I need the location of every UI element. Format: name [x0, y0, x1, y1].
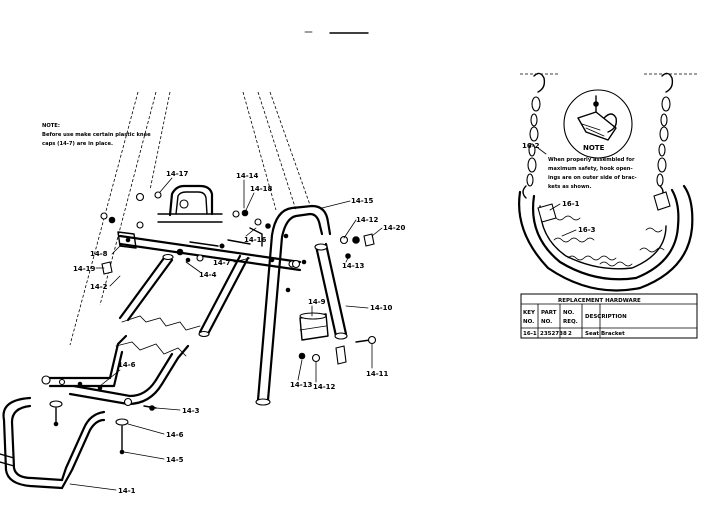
header-key-2: NO. [523, 319, 534, 325]
table-title: REPLACEMENT HARDWARE [558, 298, 641, 304]
bottom-u-frame-14-1 [0, 396, 106, 490]
label-16-2: 16-2 [522, 142, 540, 150]
note-line-2: caps (14-7) are in place. [42, 141, 113, 147]
label-14-12-top: 14-12 [356, 216, 379, 224]
label-14-1: 14-1 [118, 487, 136, 495]
right-chain [656, 72, 674, 199]
header-rule [304, 31, 369, 34]
label-14-17: 14-17 [166, 170, 189, 178]
label-14-11: 14-11 [366, 370, 389, 378]
label-14-13-top: 14-13 [342, 262, 365, 270]
right-hardware [339, 233, 375, 259]
label-14-8: 14-8 [90, 250, 108, 258]
left-chain [522, 72, 546, 199]
label-16-1: 16-1 [562, 200, 580, 208]
header-req-1: NO. [563, 310, 574, 316]
label-14-20: 14-20 [383, 224, 406, 232]
label-14-3: 14-3 [182, 407, 200, 415]
row-part: 2352738 [540, 331, 567, 337]
assembly-note: NOTE: Before use make certain plastic kn… [42, 123, 151, 147]
label-14-18: 14-18 [250, 185, 273, 193]
seat-detail: NOTE When properly assembled for maximum… [518, 72, 698, 292]
replacement-hardware-table: REPLACEMENT HARDWARE KEY NO. PART NO. NO… [520, 293, 698, 339]
base-frame-14-3 [41, 334, 190, 455]
seat-note-line-1: When properly assembled for [548, 157, 635, 163]
swing-seat [518, 184, 694, 292]
header-key-1: KEY [523, 310, 536, 316]
header-part-1: PART [541, 310, 557, 316]
cross-brace-assembly [100, 209, 302, 272]
table-row: 16-1 2352738 2 Seat Bracket [523, 331, 625, 337]
left-diagonal-tubes [101, 248, 250, 357]
row-key: 16-1 [523, 331, 537, 337]
label-16-3: 16-3 [578, 226, 596, 234]
note-line-1: Before use make certain plastic knee [42, 132, 151, 138]
header-description: DESCRIPTION [585, 314, 627, 320]
label-14-16: 14-16 [244, 236, 267, 244]
seat-note-line-3: ings are on outer side of brac- [548, 175, 637, 181]
label-14-13-bottom: 14-13 [290, 381, 313, 389]
header-req-2: REQ. [563, 319, 578, 325]
seat-note-heading: NOTE [583, 144, 605, 152]
part-labels: 14-17 14-14 14-18 14-15 14-12 14-20 14-1… [69, 170, 406, 495]
row-req: 2 [568, 331, 572, 337]
label-14-10: 14-10 [370, 304, 393, 312]
label-14-15: 14-15 [351, 197, 374, 205]
hook-detail-circle [563, 89, 633, 159]
right-upright-14-15 [255, 204, 348, 406]
header-part-2: NO. [541, 319, 552, 325]
note-heading: NOTE: [42, 123, 60, 129]
center-sleeve-14-9 [298, 312, 377, 365]
label-14-19: 14-19 [73, 265, 96, 273]
label-14-6-top: 14-6 [118, 361, 136, 369]
label-14-5: 14-5 [166, 456, 184, 464]
seat-note-line-2: maximum safety, hook open- [548, 166, 633, 172]
label-14-2: 14-2 [90, 283, 108, 291]
label-14-4: 14-4 [199, 271, 217, 279]
label-14-12-bottom: 14-12 [313, 383, 336, 391]
seat-note-line-4: kets as shown. [548, 184, 591, 190]
label-14-9: 14-9 [308, 298, 326, 306]
row-desc: Seat Bracket [585, 331, 625, 337]
label-14-14: 14-14 [236, 172, 259, 180]
label-14-6-bottom: 14-6 [166, 431, 184, 439]
top-bracket-14-17 [135, 184, 223, 223]
label-14-7: 14-7 [213, 259, 231, 267]
